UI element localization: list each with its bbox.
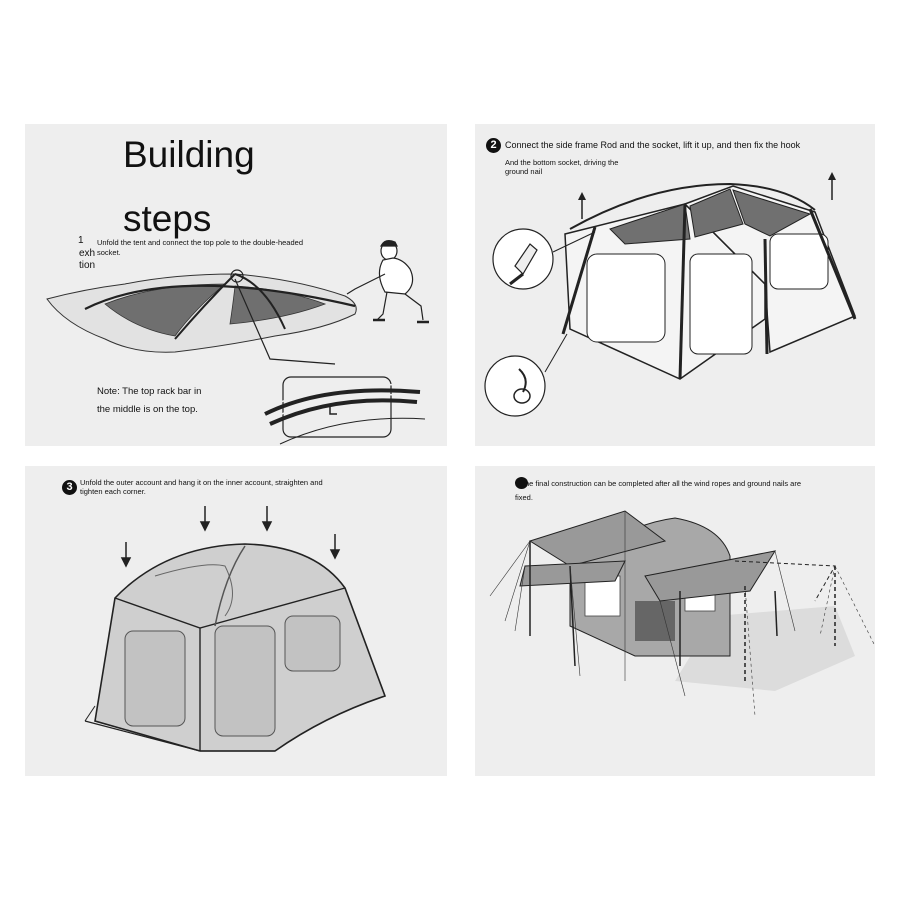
lift-arrow-right bbox=[828, 172, 836, 180]
inner-window-left bbox=[124, 630, 186, 727]
detail-bar-bottom bbox=[269, 398, 418, 426]
detail-circle-hook bbox=[484, 355, 546, 417]
window-mid bbox=[689, 253, 753, 355]
step-2-illustration bbox=[484, 172, 857, 417]
detail-leader bbox=[234, 278, 336, 365]
step-2-instruction: Connect the side frame Rod and the socke… bbox=[505, 140, 801, 150]
top-pole bbox=[84, 284, 356, 310]
step-4-illustration bbox=[489, 510, 875, 717]
step-1-note-line1: Note: The top rack bar in bbox=[97, 386, 202, 397]
step-4-marker-blot bbox=[515, 477, 528, 489]
step-1-note-line2: the middle is on the top. bbox=[97, 404, 198, 415]
window-right bbox=[769, 233, 829, 290]
step-4-instruction: he final construction can be completed a… bbox=[525, 479, 802, 488]
tension-arrows bbox=[120, 506, 341, 568]
guy-ropes bbox=[489, 511, 875, 717]
window-left bbox=[586, 253, 666, 343]
step-2-sub-line1: And the bottom socket, driving the bbox=[505, 158, 619, 167]
side-pole-left bbox=[561, 226, 597, 335]
cross-pole-2 bbox=[234, 273, 286, 330]
step-1-panel: Building steps 1 Unfold the tent and con… bbox=[25, 124, 447, 446]
step-1-instruction: Unfold the tent and connect the top pole… bbox=[97, 238, 303, 247]
page-title-line2: steps bbox=[123, 198, 212, 239]
step-2-panel: 2 Connect the side frame Rod and the soc… bbox=[475, 124, 875, 446]
step-2-sub-line2: ground nail bbox=[505, 167, 543, 176]
roof-mesh-1 bbox=[609, 203, 691, 245]
awning-left bbox=[528, 510, 667, 567]
awning-right bbox=[644, 550, 777, 602]
step-1-marker: 1 bbox=[78, 235, 84, 246]
step-1-illustration bbox=[46, 240, 429, 445]
step-4-panel: he final construction can be completed a… bbox=[475, 466, 875, 776]
step-4-instruction-cont: fixed. bbox=[515, 493, 533, 502]
page-title-line1: Building bbox=[123, 134, 255, 175]
step-3-illustration bbox=[84, 506, 387, 752]
step-3-marker: 3 bbox=[62, 480, 77, 495]
hub-socket bbox=[230, 269, 244, 283]
mesh-panel-left bbox=[104, 283, 227, 337]
detail-bar-top bbox=[264, 388, 421, 416]
step-2-marker: 2 bbox=[486, 138, 501, 153]
step-1-side-fragment-2: tion bbox=[79, 260, 96, 271]
person-figure bbox=[346, 240, 429, 324]
lift-arrow-left bbox=[578, 192, 586, 200]
step-3-instruction-cont: tighten each corner. bbox=[80, 487, 146, 496]
step-1-side-fragment-1: exh bbox=[79, 248, 96, 259]
cross-pole bbox=[174, 273, 236, 340]
step-3-instruction: Unfold the outer account and hang it on … bbox=[80, 478, 323, 487]
step-1-instruction-cont: socket. bbox=[97, 248, 121, 257]
step-3-panel: 3 Unfold the outer account and hang it o… bbox=[25, 466, 447, 776]
